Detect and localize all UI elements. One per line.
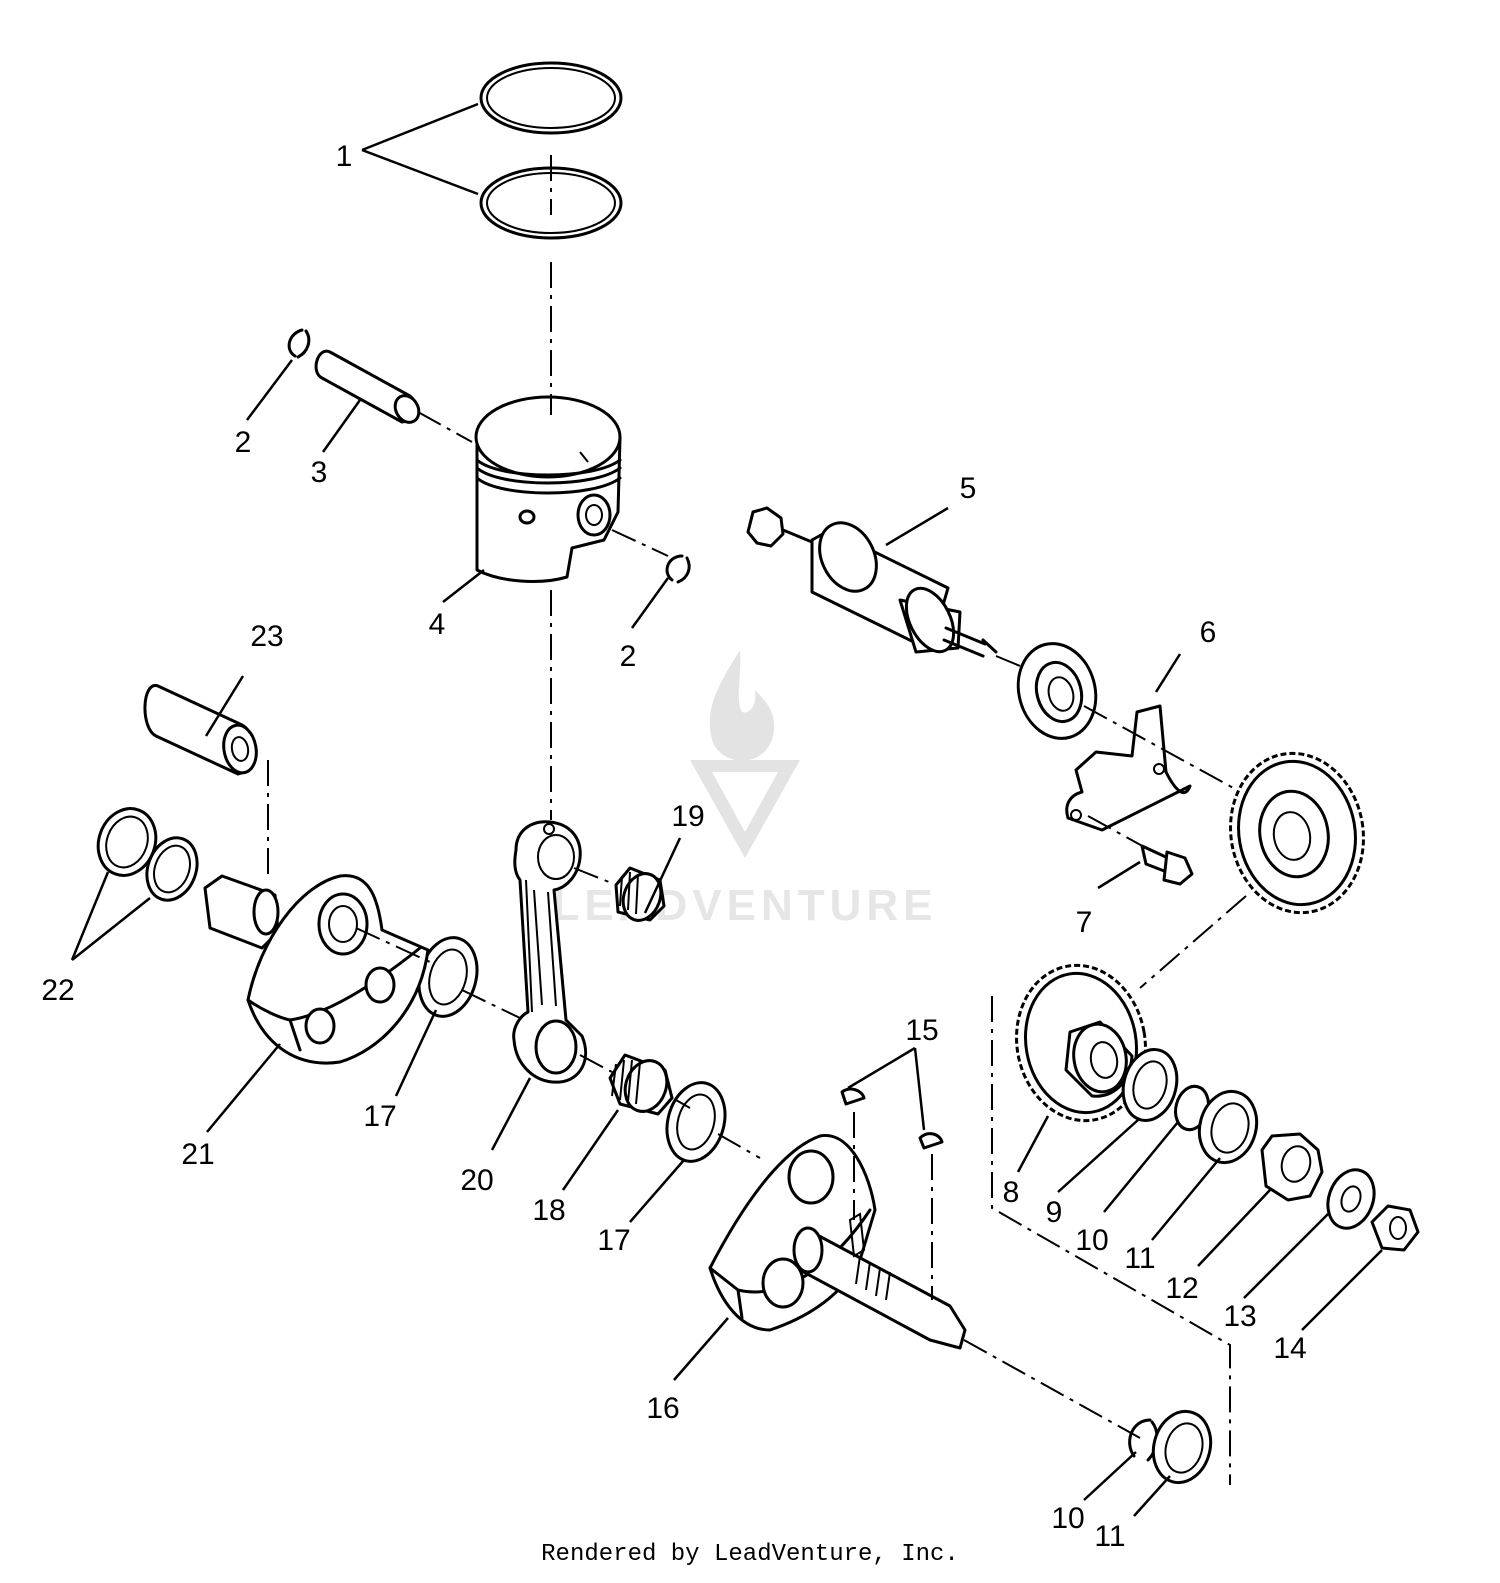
assembly-bracket [991, 996, 1231, 1485]
callout-1: 1 [336, 140, 353, 173]
piston [474, 395, 622, 583]
leader-lines [70, 102, 1383, 1517]
leadventure-watermark: LEADVENTURE [552, 650, 937, 930]
callout-4: 4 [429, 608, 446, 641]
callout-2-right: 2 [620, 640, 637, 673]
starter-motor [746, 506, 998, 658]
needle-bearing-big-end [608, 1053, 674, 1116]
callout-9: 9 [1046, 1196, 1063, 1229]
callout-17-left: 17 [363, 1100, 396, 1133]
upper-gear [1229, 751, 1365, 915]
footer-credit: Rendered by LeadVenture, Inc. [541, 1541, 959, 1568]
crank-pin [143, 684, 258, 776]
callout-12: 12 [1165, 1272, 1198, 1305]
centerlines [267, 155, 1247, 1439]
callout-labels: 1 2 3 4 2 5 6 7 23 19 22 21 17 20 18 17 … [41, 140, 1306, 1553]
piston-pin-clip-left [287, 328, 311, 359]
callout-17-right: 17 [597, 1224, 630, 1257]
thrust-washer [1121, 1048, 1179, 1122]
piston-pin-clip-right [665, 554, 691, 584]
callout-15: 15 [905, 1014, 938, 1047]
callout-21: 21 [181, 1138, 214, 1171]
piston-rings [479, 61, 623, 240]
starter-bearing [1016, 642, 1098, 740]
callout-19: 19 [671, 800, 704, 833]
woodruff-keys [840, 1087, 944, 1150]
crankshaft-left [203, 874, 430, 1065]
oil-seals [96, 807, 199, 902]
bolt [1140, 844, 1194, 886]
watermark-text: LEADVENTURE [552, 881, 937, 930]
bushing-lower [1151, 1409, 1213, 1485]
callout-3: 3 [311, 456, 328, 489]
callout-6: 6 [1200, 616, 1217, 649]
gear [1015, 963, 1147, 1123]
callout-18: 18 [532, 1194, 565, 1227]
callout-13: 13 [1223, 1300, 1256, 1333]
callout-11: 11 [1124, 1242, 1155, 1275]
hex-nut [1370, 1204, 1420, 1252]
connecting-rod [512, 820, 588, 1084]
callout-16: 16 [646, 1392, 679, 1425]
callout-7: 7 [1076, 906, 1093, 939]
bushing [1197, 1089, 1259, 1165]
needle-bearing-small-end [614, 866, 666, 922]
callout-14: 14 [1273, 1332, 1306, 1365]
crankshaft-right [708, 1134, 967, 1350]
piston-pin [314, 349, 421, 424]
flat-washer [1326, 1168, 1376, 1230]
bracket [1065, 704, 1192, 832]
callout-10-lower: 10 [1051, 1502, 1084, 1535]
callout-22: 22 [41, 974, 74, 1007]
callout-11-lower: 11 [1094, 1520, 1125, 1553]
callout-5: 5 [960, 472, 977, 505]
callout-2-left: 2 [235, 426, 252, 459]
callout-23: 23 [250, 620, 283, 653]
callout-10: 10 [1075, 1224, 1108, 1257]
callout-8: 8 [1003, 1176, 1020, 1209]
callout-20: 20 [460, 1164, 493, 1197]
castle-nut [1260, 1132, 1324, 1202]
